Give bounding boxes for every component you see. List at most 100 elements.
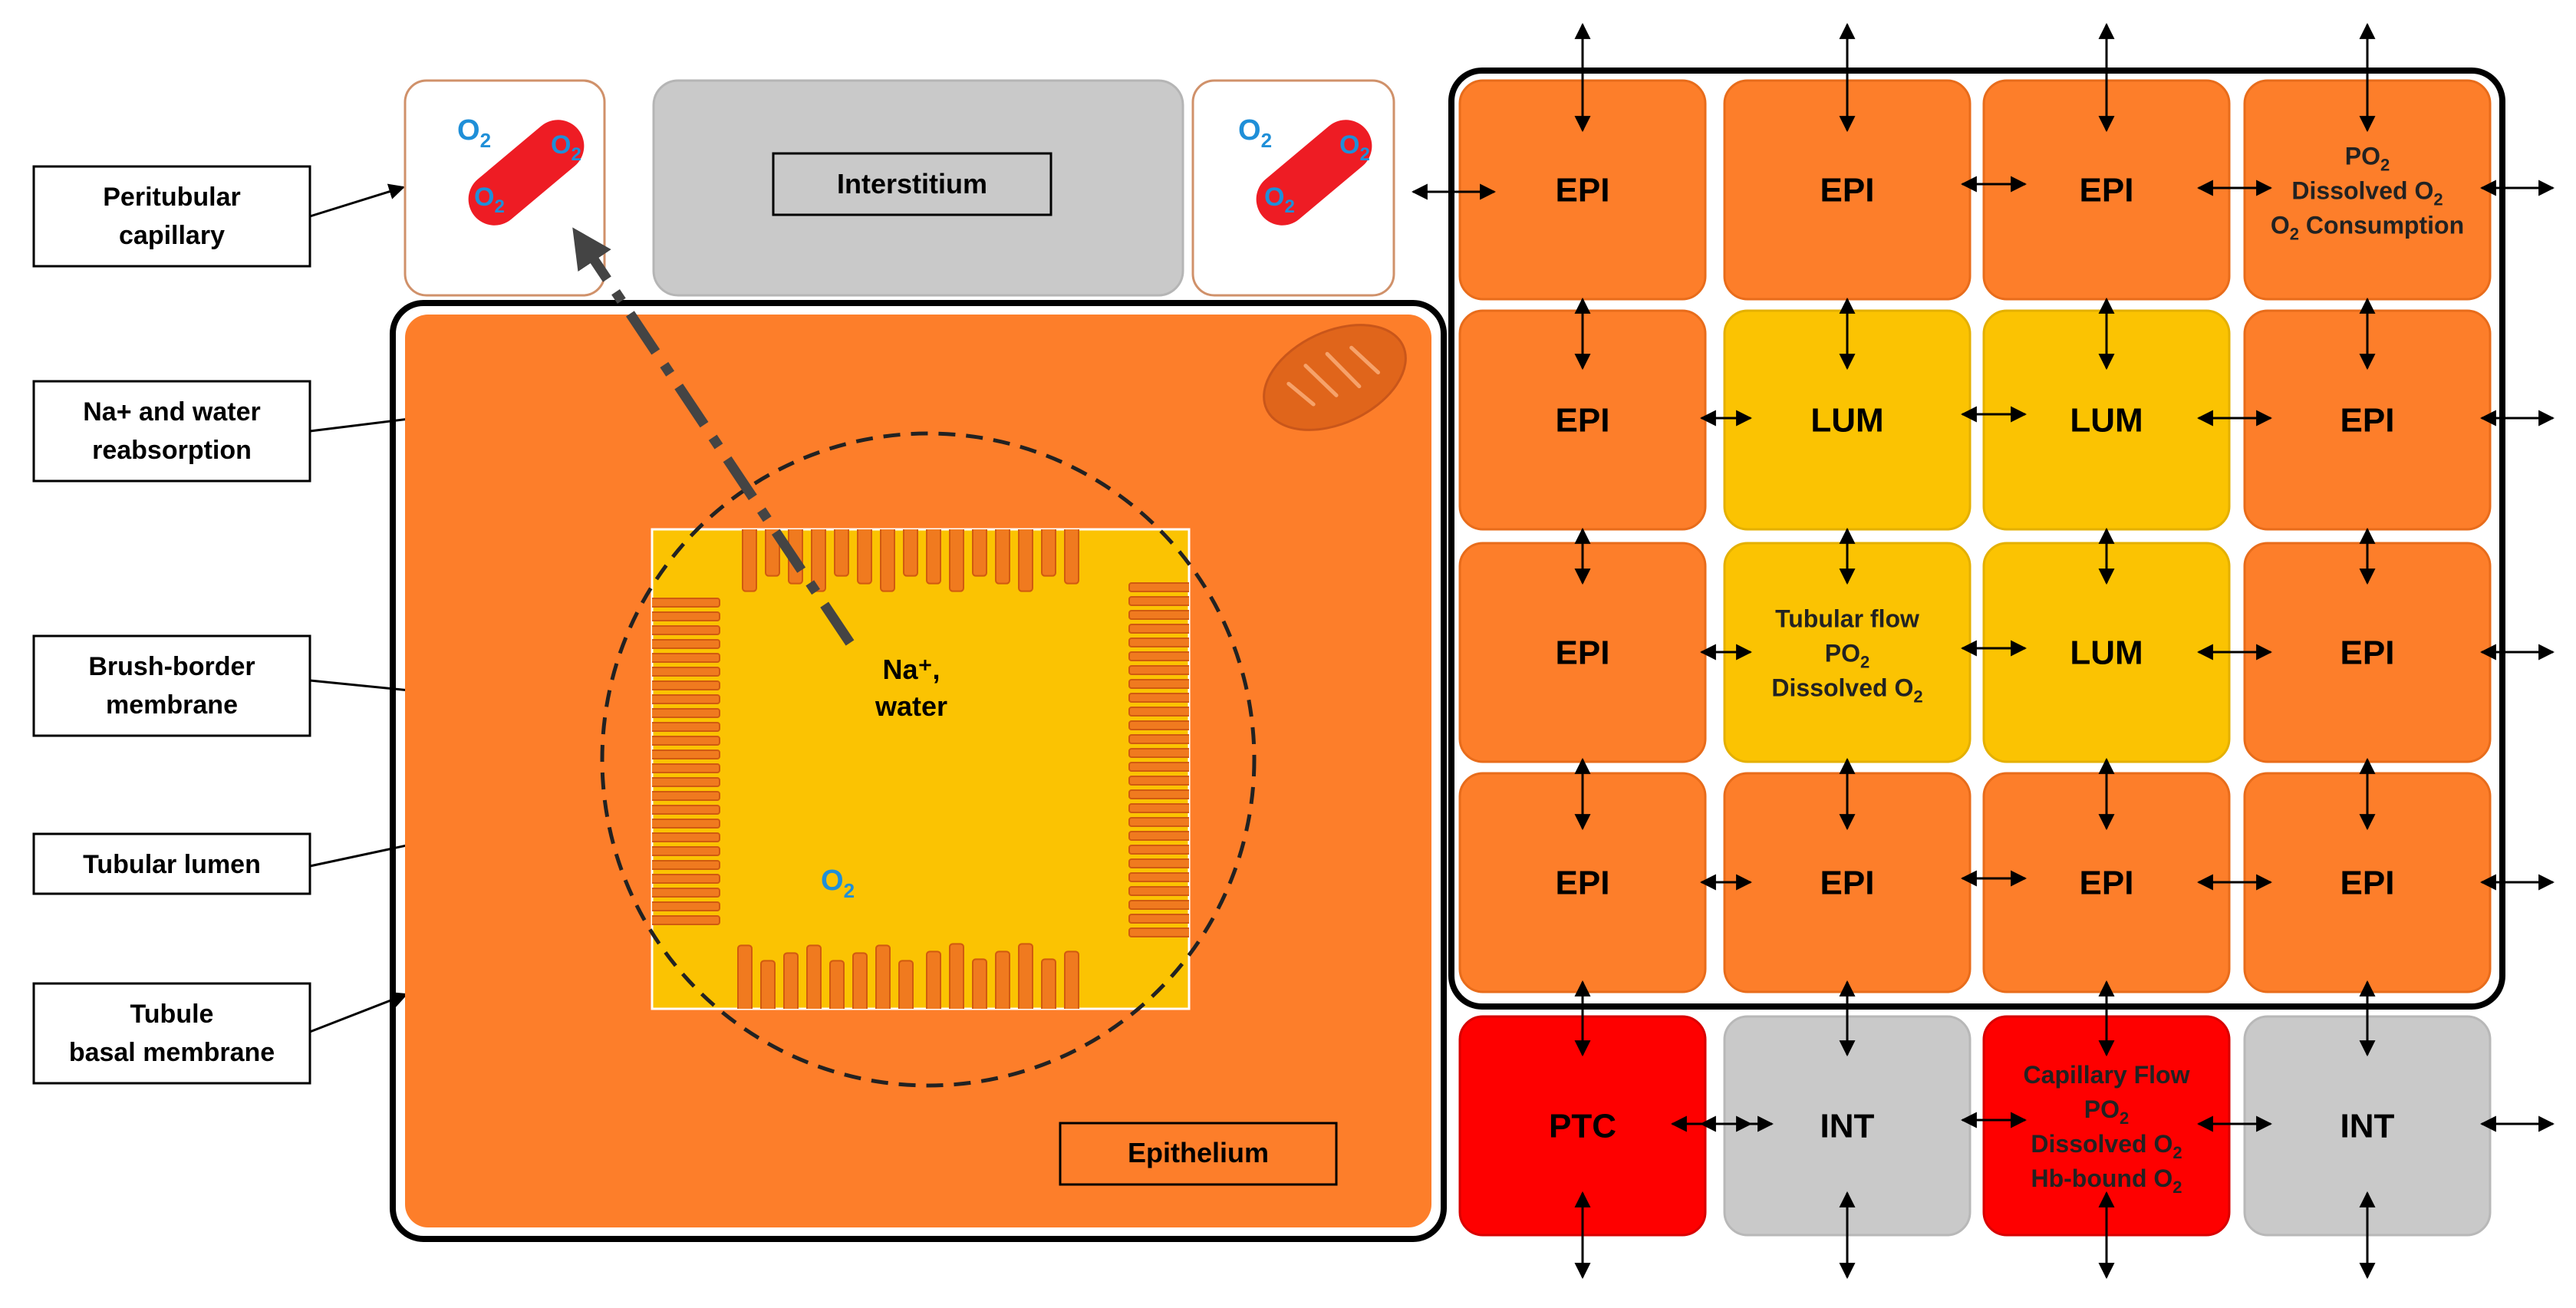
cell-detail-line: Hb-bound O2 — [2031, 1165, 2182, 1197]
cell-label: EPI — [2340, 402, 2395, 440]
microvillus — [1018, 943, 1033, 1009]
microvillus — [652, 805, 720, 815]
cell-label: EPI — [1556, 402, 1610, 440]
microvillus — [1128, 886, 1189, 896]
exchange-arrows — [1411, 22, 2555, 1280]
microvillus — [1128, 734, 1189, 744]
microvillus — [1128, 638, 1189, 647]
microvillus — [1128, 845, 1189, 855]
callout-line2: reabsorption — [92, 436, 252, 465]
callout-line2: capillary — [119, 221, 225, 250]
microvillus — [1128, 679, 1189, 689]
cell-detail-line: PO2 — [2084, 1095, 2129, 1128]
tubular-lumen: Na⁺, water O2 — [600, 431, 1257, 1088]
microvillus — [652, 777, 720, 787]
cell-detail-line: Tubular flow — [1775, 605, 1919, 633]
cell-label: EPI — [2080, 172, 2134, 209]
microvillus — [1128, 914, 1189, 924]
cell-detail-line: Dissolved O2 — [2031, 1130, 2182, 1162]
microvillus — [926, 951, 941, 1009]
microvillus — [880, 529, 895, 592]
microvillus — [834, 529, 849, 577]
microvillus — [1128, 665, 1189, 675]
microvillus — [995, 951, 1010, 1009]
microvillus — [1128, 624, 1189, 634]
grid-cell-ptc: PTC — [1458, 1015, 1707, 1237]
epithelium-label-box: Epithelium — [1059, 1122, 1338, 1186]
callout-line1: Peritubular — [103, 183, 240, 212]
interstitium-label: Interstitium — [837, 168, 987, 199]
interstitium-block: Interstitium — [652, 79, 1184, 297]
red-blood-cell-icon — [1256, 120, 1372, 226]
microvillus — [742, 529, 757, 592]
microvillus — [972, 529, 987, 577]
callout-line2: basal membrane — [69, 1038, 275, 1067]
microvillus — [652, 819, 720, 829]
microvillus — [652, 846, 720, 856]
cell-label: INT — [2340, 1108, 2395, 1145]
microvillus — [652, 791, 720, 801]
microvillus — [1128, 858, 1189, 868]
microvillus — [852, 952, 868, 1009]
peritubular-capillary-right: O2 O2 O2 — [1191, 79, 1395, 297]
microvillus — [652, 901, 720, 911]
microvillus — [1128, 748, 1189, 758]
cell-detail-line: Capillary Flow — [2024, 1061, 2190, 1089]
microvillus — [1128, 817, 1189, 827]
microvillus — [652, 639, 720, 649]
cell-label: LUM — [2070, 634, 2143, 672]
microvillus — [1128, 693, 1189, 703]
cell-label: EPI — [1556, 172, 1610, 209]
grid-cell-epi: EPI — [1458, 309, 1707, 531]
mitochondrion-icon — [1263, 324, 1407, 431]
grid-boundary — [1448, 68, 2505, 1010]
cell-detail-line: PO2 — [2345, 143, 2390, 175]
cell-label: EPI — [2080, 865, 2134, 902]
microvillus — [857, 529, 872, 585]
microvillus — [652, 832, 720, 842]
epithelium-label: Epithelium — [1128, 1137, 1269, 1168]
microvillus — [972, 958, 987, 1009]
o2-label: O2 — [821, 865, 855, 902]
microvillus — [652, 708, 720, 718]
cell-label: EPI — [2340, 865, 2395, 902]
cell-detail-line: Dissolved O2 — [1771, 674, 1922, 707]
microvillus — [652, 653, 720, 663]
callout-line1: Na+ and water — [83, 397, 260, 427]
microvillus — [1128, 762, 1189, 772]
callout-line1: Tubule — [130, 1000, 214, 1029]
red-blood-cell-icon — [468, 120, 585, 226]
cell-label: EPI — [1556, 634, 1610, 672]
cell-label: PTC — [1549, 1108, 1616, 1145]
callout-line2: membrane — [106, 690, 238, 720]
microvillus — [737, 944, 753, 1009]
microvillus — [652, 874, 720, 884]
microvillus — [1041, 958, 1056, 1009]
callout-peritubular-capillary: Peritubular capillary — [32, 165, 406, 268]
microvillus — [652, 736, 720, 746]
cell-detail-line: Dissolved O2 — [2291, 177, 2443, 209]
microvillus — [1128, 707, 1189, 717]
microvillus — [1064, 529, 1079, 585]
microvillus — [1128, 831, 1189, 841]
microvillus — [811, 529, 826, 592]
cell-detail-line: O2 Consumption — [2271, 212, 2464, 244]
microvillus — [1128, 720, 1189, 730]
callout-brush-border-membrane: Brush-border membrane — [32, 634, 673, 737]
microvillus — [1041, 529, 1056, 577]
brush-border-villi — [652, 529, 1189, 1009]
grid-cell-lum: LUM — [1982, 309, 2231, 531]
microvillus — [949, 943, 964, 1009]
callout-line1: Brush-border — [88, 652, 255, 681]
na-water-reabsorption-path — [572, 227, 855, 646]
microvillus — [1128, 776, 1189, 786]
cell-label: INT — [1820, 1108, 1875, 1145]
callout-tubule-basal-membrane: Tubule basal membrane — [32, 982, 408, 1085]
microvillus — [1128, 596, 1189, 606]
microvillus — [652, 722, 720, 732]
